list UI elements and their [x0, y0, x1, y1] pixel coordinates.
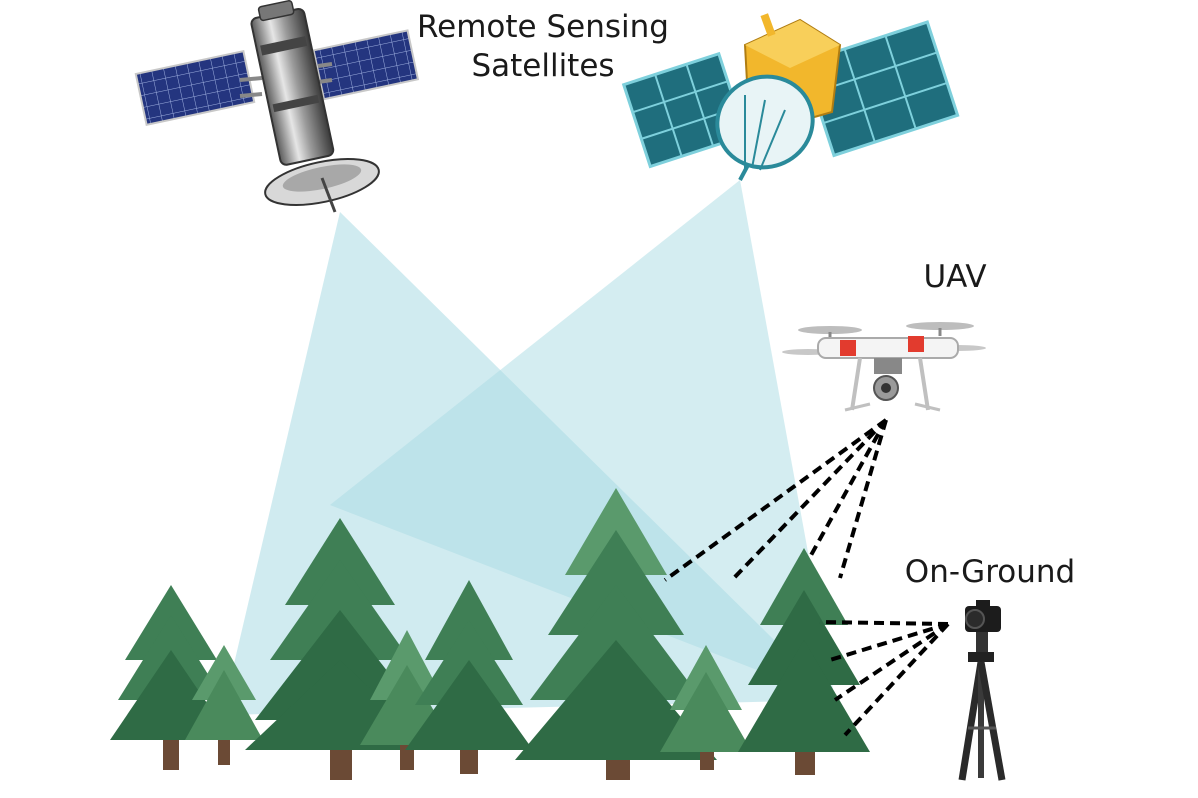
label-satellites-line1: Remote Sensing: [417, 9, 669, 45]
camera-tripod-icon: [958, 600, 1006, 781]
right-satellite-beam: [330, 180, 835, 700]
satellite-right-icon: [621, 13, 960, 181]
tree-icon: [405, 580, 533, 774]
ground-sight-lines: [819, 620, 950, 737]
label-uav: UAV: [923, 259, 987, 295]
drone-icon: [782, 322, 986, 412]
label-remote-sensing-satellites: Remote Sensing Satellites: [398, 8, 688, 86]
label-satellites-line2: Satellites: [471, 47, 615, 84]
uav-sight-lines: [663, 418, 888, 582]
satellite-left-icon: [134, 0, 420, 213]
tree-icon: [515, 488, 717, 780]
forest: [110, 488, 870, 780]
label-on-ground: On-Ground: [904, 554, 1076, 590]
tree-icon: [185, 645, 263, 765]
tree-icon: [660, 645, 752, 770]
